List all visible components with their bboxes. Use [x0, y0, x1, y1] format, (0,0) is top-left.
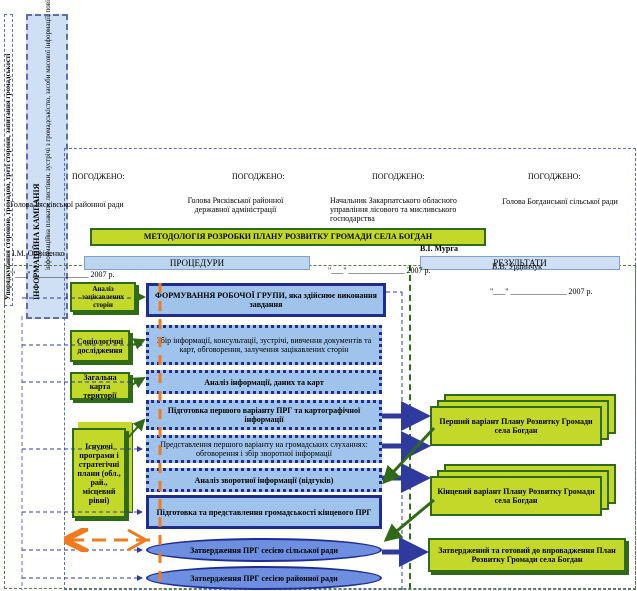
approval-3-date: "___" ______________ 2007 р.: [328, 266, 431, 275]
approval-4-date: "___" ______________ 2007 р.: [490, 287, 593, 296]
approval-1-date: "___" ______________ 2007 р.: [12, 270, 115, 279]
results-divider: [409, 265, 411, 589]
approval-3-label: ПОГОДЖЕНО:: [372, 172, 425, 181]
diagram-title: МЕТОДОЛОГІЯ РОЗРОБКИ ПЛАНУ РОЗВИТКУ ГРОМ…: [90, 228, 486, 246]
input-programs: Існуючі програми і стратегічні плани (об…: [72, 428, 126, 518]
signature-left: І.М. Орфіненко: [12, 249, 65, 258]
approval-4-org: Голова Богданської сільської ради: [502, 197, 618, 206]
procedure-9: Затвердження ПРГ сесією районної ради: [146, 566, 382, 590]
info-panel-text2: інформаційна плакати, листівки, зустрічі…: [44, 0, 52, 270]
input-sociology: Соціологічні дослідження: [70, 330, 130, 362]
procedure-3: Аналіз інформації, даних та карт: [146, 370, 382, 394]
approval-3-org: Начальник Закарпатського обласного управ…: [330, 196, 457, 223]
procedure-4: Підготовка першого варіанту ПРГ та карто…: [146, 400, 382, 430]
approval-2-org: Голова Рясківської районної державної ад…: [187, 196, 284, 214]
header-procedures: ПРОЦЕДУРИ: [84, 256, 310, 270]
header-results: РЕЗУЛЬТАТИ: [420, 256, 620, 270]
approval-1-org: Голова Рясківської районної ради: [10, 200, 124, 209]
info-panel-outline: [4, 14, 13, 306]
approval-2-label: ПОГОДЖЕНО:: [232, 172, 285, 181]
signature-right: В.В. Урдинчук: [492, 262, 543, 271]
signature-middle: В.І. Мурга: [420, 244, 458, 253]
input-map: Загальна карта території: [70, 372, 130, 400]
result-1: Перший варіант Плану Розвитку Громади се…: [430, 406, 602, 446]
procedure-5: Представлення першого варіанту на громад…: [146, 435, 382, 463]
input-stakeholders: Аналіз зацікавлених сторін: [70, 282, 136, 312]
info-panel-box: [26, 14, 68, 319]
procedure-8: Затвердження ПРГ сесією сільської ради: [146, 538, 382, 562]
procedure-7: Підготовка та представлення громадськост…: [146, 495, 382, 529]
procedure-2: Збір інформації, консультації, зустрічі,…: [146, 325, 382, 365]
result-3: Затверджений та готовий до впровадження …: [428, 538, 626, 572]
result-2: Кінцевий варіант Плану Розвитку Громади …: [430, 476, 602, 516]
procedure-1: ФОРМУВАННЯ РОБОЧОЇ ГРУПИ, яка здійснює в…: [146, 283, 386, 317]
approval-4-label: ПОГОДЖЕНО:: [528, 172, 581, 181]
approval-1-label: ПОГОДЖЕНО:: [72, 172, 125, 181]
info-panel-text1: Упорядкування стороною, громадою, треті …: [4, 53, 12, 300]
procedure-6: Аналіз зворотної інформації (відгуків): [146, 468, 382, 492]
